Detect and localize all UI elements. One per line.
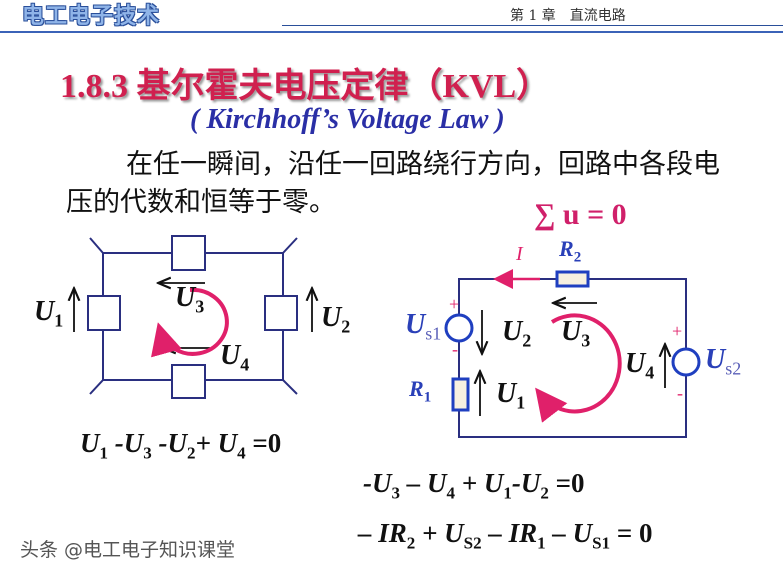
left-circuit [87, 235, 298, 399]
current-label: I [516, 243, 523, 265]
us2-plus: + [672, 321, 683, 341]
loop-direction-arrow-right [535, 313, 622, 423]
slide-title: 1.8.3 基尔霍夫电压定律（KVL） [60, 68, 551, 105]
header-rule [282, 25, 783, 26]
label-r2: R2 [559, 236, 582, 266]
kvl-formula: ∑ u = 0 [534, 198, 627, 231]
label-u2: U2 [321, 302, 351, 337]
label-u4: U4 [220, 340, 250, 375]
label-u4-right: U4 [625, 348, 655, 383]
chapter-label: 第 1 章 直流电路 [510, 8, 626, 24]
kvl-statement: 在任一瞬间，沿任一回路绕行方向，回路中各段电压的代数和恒等于零。 [66, 149, 720, 218]
us1-plus: + [449, 294, 460, 314]
left-kvl-equation: U1 -U3 -U2+ U4 =0 [80, 428, 282, 463]
label-u1-right: U1 [496, 378, 526, 413]
label-u3-right: U3 [561, 316, 591, 351]
label-u3: U3 [175, 282, 205, 317]
us2-minus: - [677, 383, 683, 403]
watermark: 头条 @电工电子知识课堂 [20, 539, 236, 561]
header-divider [0, 31, 783, 33]
label-u2-right: U2 [502, 316, 532, 351]
label-us1: Us1 [405, 309, 442, 344]
right-kvl-equation-sources: – IR2 + US2 – IR1 – US1 = 0 [358, 518, 653, 553]
label-u1: U1 [34, 296, 64, 331]
loop-direction-arrow [151, 287, 229, 358]
us1-minus: - [452, 339, 458, 359]
brand-logo: 电工电子技术 [22, 4, 161, 29]
slide-subtitle: ( Kirchhoff’s Voltage Law ) [190, 104, 505, 135]
right-kvl-equation-voltages: -U3 – U4 + U1-U2 =0 [363, 468, 585, 503]
label-us2: Us2 [705, 344, 742, 379]
label-r1: R1 [409, 376, 432, 406]
